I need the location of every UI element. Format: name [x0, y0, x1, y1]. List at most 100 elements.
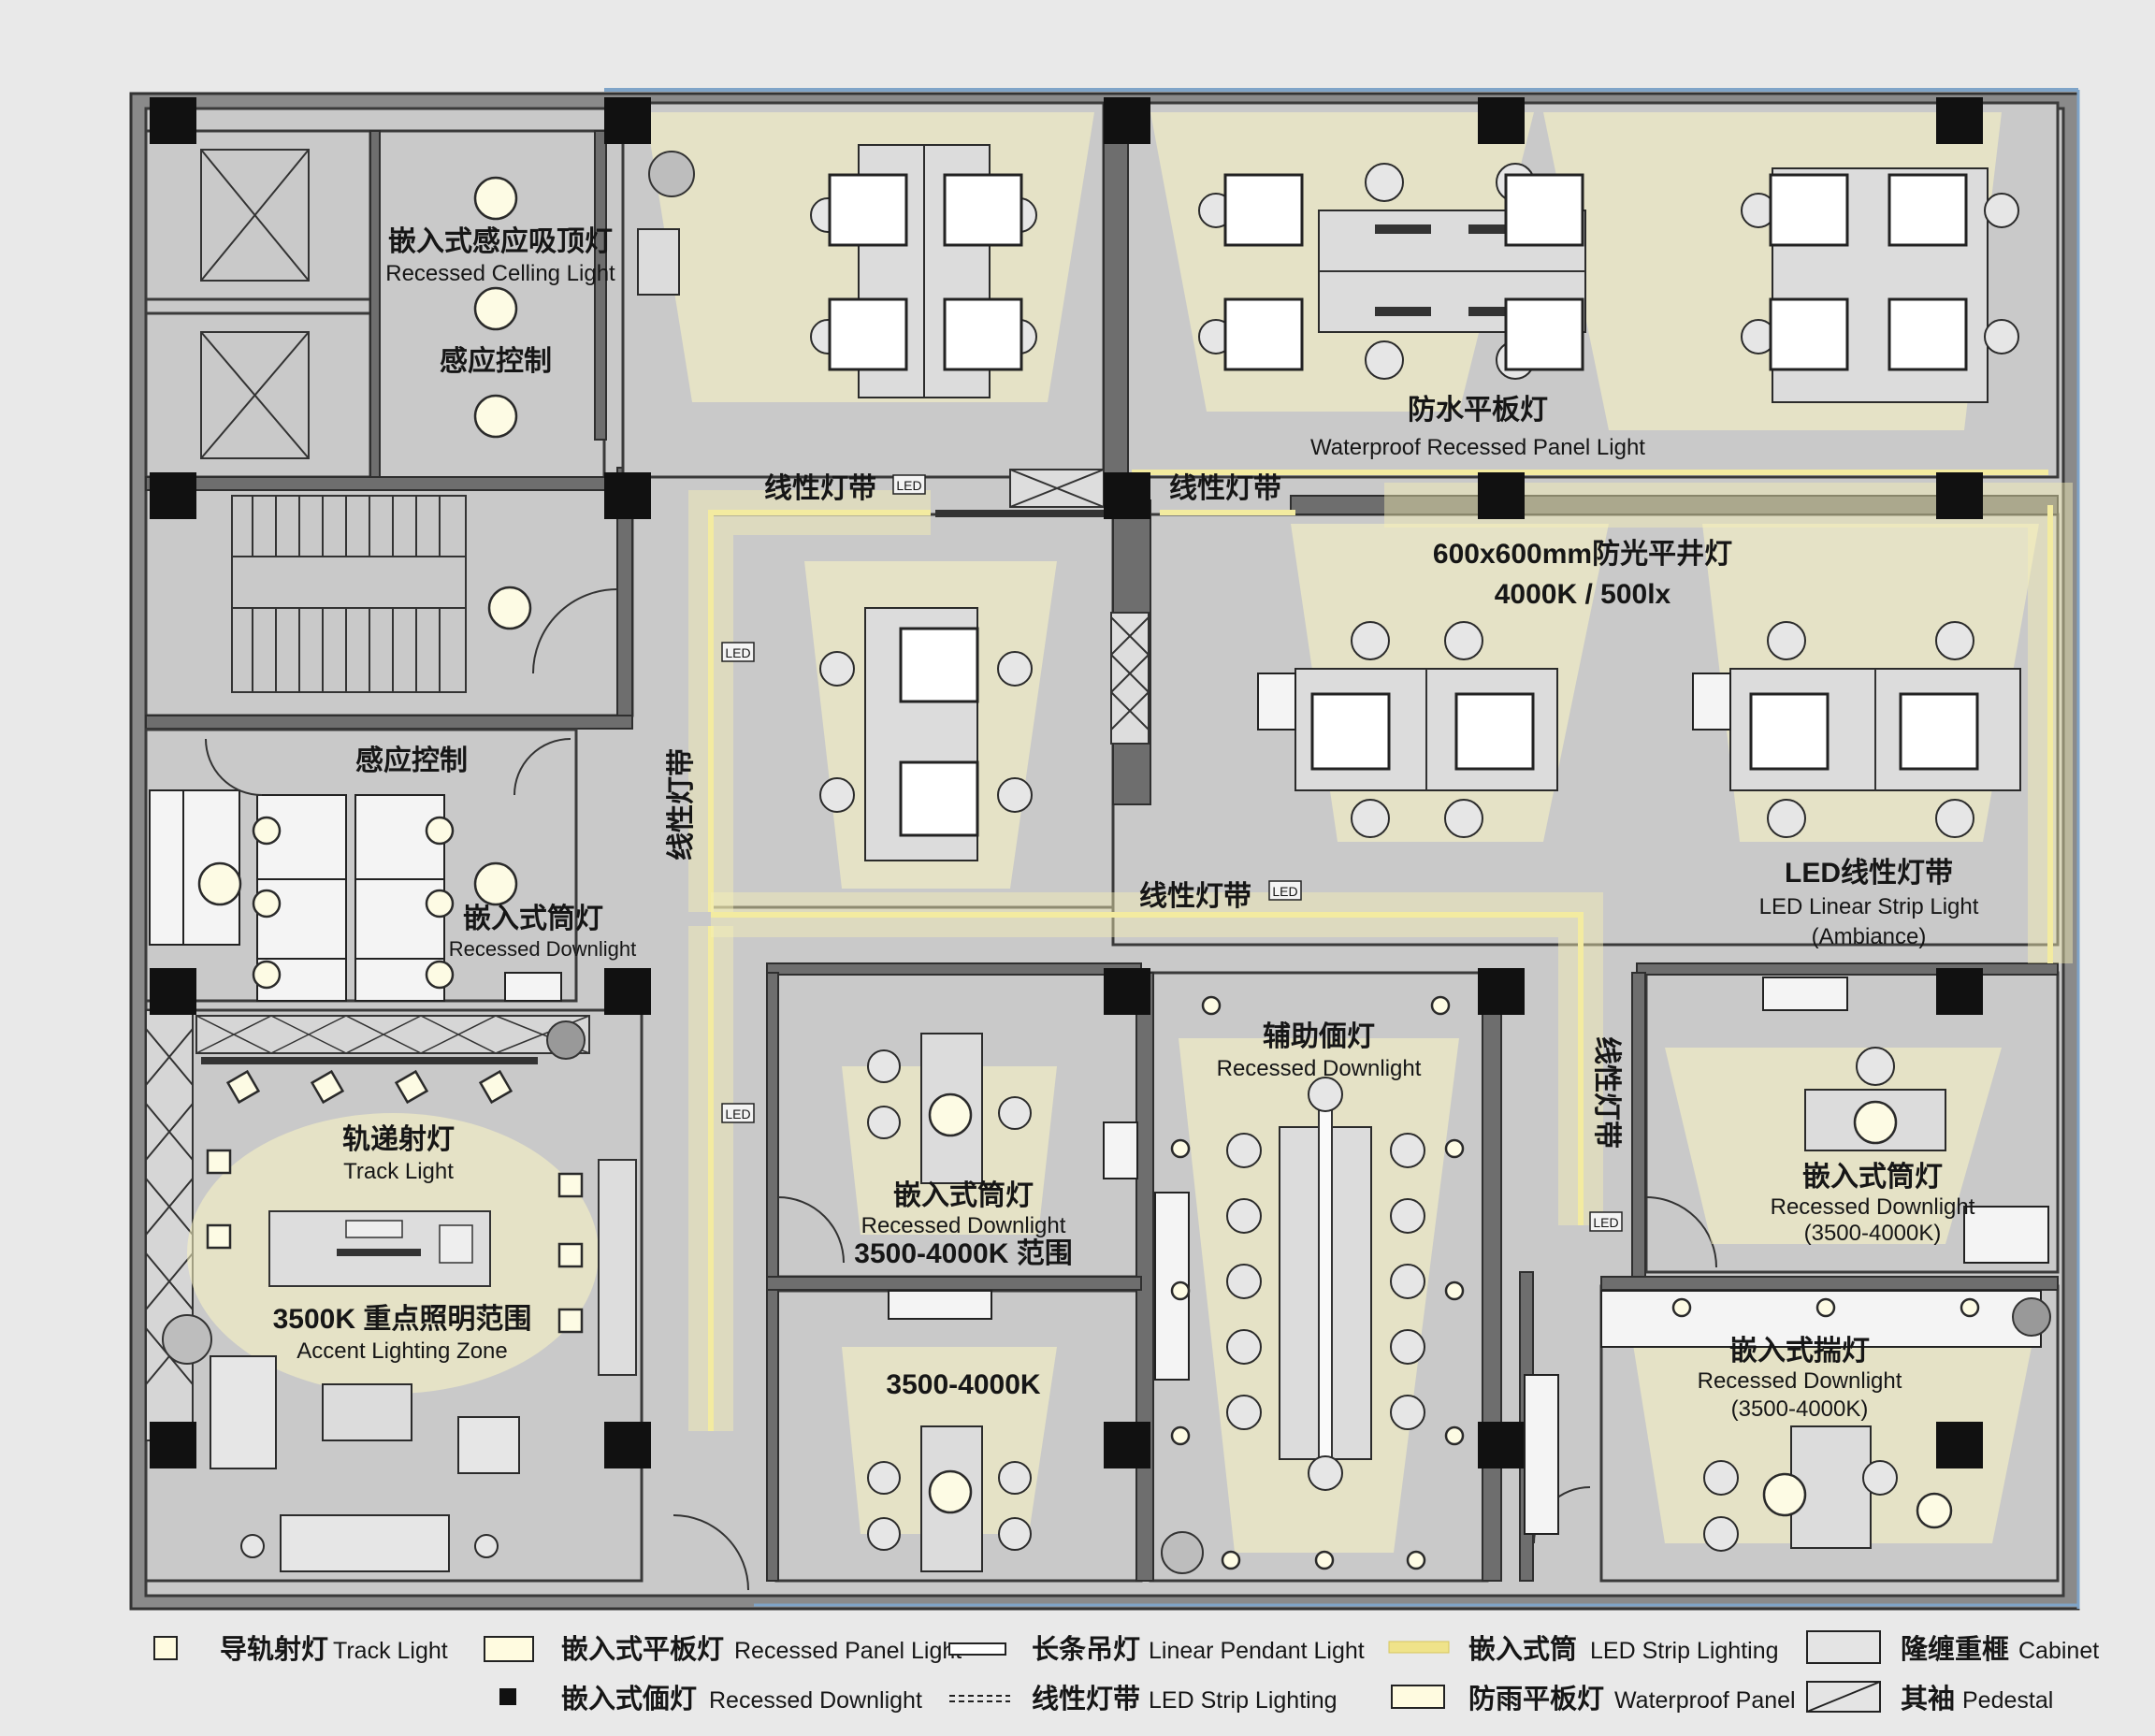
waterproof-panel-light — [1504, 173, 1584, 247]
sensor-ceiling-light — [473, 176, 518, 221]
column — [1104, 97, 1150, 144]
label-mgr2-cct: (3500-4000K) — [1731, 1396, 1869, 1422]
column — [1478, 97, 1525, 144]
recessed-panel-light — [899, 760, 979, 837]
label-accent-cn: 3500K 重点照明范围 — [273, 1304, 532, 1335]
downlights — [197, 176, 1980, 1570]
plant-icon — [162, 1314, 212, 1365]
elevator-1 — [144, 129, 372, 301]
cabinet-rect-icon — [1806, 1630, 1881, 1664]
led-strips — [688, 470, 2073, 1431]
label-accent-en: Accent Lighting Zone — [296, 1338, 507, 1364]
recessed-downlight — [1916, 1492, 1953, 1529]
panel-lights — [828, 173, 1979, 837]
legend-en: Recessed Panel Light — [734, 1638, 962, 1664]
pendant-bar-icon — [948, 1642, 1006, 1656]
stair — [231, 495, 467, 693]
column — [604, 97, 651, 144]
label-led-linear-note: (Ambiance) — [1812, 924, 1927, 949]
label-wc-downlight-en: Recessed Downlight — [449, 937, 637, 961]
small-square-icon — [153, 1636, 178, 1660]
legend-en: Waterproof Panel — [1614, 1687, 1796, 1714]
label-office-downlight-cn: 嵌入式筒灯 — [893, 1179, 1034, 1211]
legend-cn: 其袖 — [1901, 1683, 1955, 1714]
sensor-ceiling-light — [473, 394, 518, 439]
label-linear-strip-vertical-right: 线性灯带 — [1591, 1036, 1622, 1149]
recessed-downlight — [197, 861, 242, 906]
led-tag: LED — [725, 1107, 750, 1121]
column — [1478, 1422, 1525, 1468]
column — [1104, 1422, 1150, 1468]
label-office-downlight-range: 3500-4000K 范围 — [854, 1238, 1072, 1269]
recessed-panel-light — [828, 173, 908, 247]
led-tag: LED — [1593, 1215, 1618, 1230]
label-wc-downlight-cn: 嵌入式筒灯 — [463, 903, 603, 934]
label-linear-strip-center: 线性灯带 — [1139, 881, 1251, 912]
column — [1104, 968, 1150, 1015]
column — [604, 472, 651, 519]
recessed-panel-light — [828, 297, 908, 371]
recessed-downlight — [473, 861, 518, 906]
label-office-downlight-en: Recessed Downlight — [861, 1213, 1066, 1238]
column — [1104, 472, 1150, 519]
recessed-panel-light — [1899, 692, 1979, 771]
legend-cn: 线性灯带 — [1032, 1684, 1140, 1714]
column — [604, 968, 651, 1015]
label-sensor-ceiling-en: Recessed Celling Light — [385, 261, 615, 286]
recessed-panel-light — [899, 627, 979, 703]
recessed-panel-light — [1887, 297, 1968, 371]
label-meeting-en: Recessed Downlight — [1217, 1056, 1422, 1081]
label-sensor-control-wc: 感应控制 — [355, 745, 468, 776]
label-linear-strip-vertical-left: 线性灯带 — [666, 748, 697, 861]
recessed-panel-light — [943, 297, 1023, 371]
column — [604, 1422, 651, 1468]
recessed-downlight — [928, 1469, 973, 1514]
legend-en: Linear Pendant Light — [1149, 1638, 1365, 1664]
legend-cn: 隆缠重榧 — [1901, 1633, 2009, 1665]
panel-rect-icon — [484, 1636, 534, 1662]
label-track-cn: 轨递射灯 — [342, 1124, 455, 1155]
label-linear-strip-2: 线性灯带 — [1169, 473, 1281, 504]
led-tags: LED LED LED LED LED — [721, 474, 1623, 1232]
recessed-panel-light — [1769, 297, 1849, 371]
legend-cn: 嵌入式筒 — [1468, 1633, 1577, 1665]
column — [150, 1422, 196, 1468]
label-meeting-cn: 辅助偭灯 — [1263, 1021, 1375, 1052]
label-led-linear-en: LED Linear Strip Light — [1759, 894, 1979, 919]
column — [1936, 97, 1983, 144]
legend-en: LED Strip Lighting — [1590, 1638, 1779, 1664]
legend-cn: 防雨平板灯 — [1468, 1684, 1604, 1714]
label-mgr-cn: 嵌入式筒灯 — [1802, 1161, 1943, 1193]
recessed-panel-light — [943, 173, 1023, 247]
recessed-downlight — [1853, 1100, 1898, 1145]
plant-icon — [648, 151, 695, 197]
waterproof-panel-light — [1223, 297, 1304, 371]
legend-cn: 长条吊灯 — [1032, 1634, 1140, 1665]
label-waterproof-cn: 防水平板灯 — [1408, 395, 1548, 426]
led-tag: LED — [725, 645, 750, 660]
lounge — [144, 1008, 644, 1583]
label-panel-600-cn: 600x600mm防光平井灯 — [1433, 539, 1732, 570]
column — [1936, 472, 1983, 519]
label-panel-600-spec: 4000K / 500lx — [1495, 579, 1671, 610]
label-mgr2-en: Recessed Downlight — [1698, 1368, 1902, 1394]
column — [1936, 1422, 1983, 1468]
recessed-panel-light — [1310, 692, 1391, 771]
legend-en: LED Strip Lighting — [1149, 1687, 1338, 1714]
column — [150, 968, 196, 1015]
sensor-ceiling-light — [487, 586, 532, 630]
waterproof-panel-light — [1504, 297, 1584, 371]
plant-icon — [1161, 1531, 1204, 1574]
legend: 导轨射灯 Track Light 嵌入式平板灯 Recessed Panel L… — [153, 1630, 2099, 1714]
led-tag: LED — [896, 478, 921, 493]
label-sensor-control-top: 感应控制 — [440, 345, 552, 377]
waterproof-panel-light — [1223, 173, 1304, 247]
label-waterproof-en: Waterproof Recessed Panel Light — [1310, 435, 1645, 460]
recessed-panel-light — [1454, 692, 1535, 771]
sensor-ceiling-light — [473, 286, 518, 331]
column — [1936, 968, 1983, 1015]
recessed-downlight — [1762, 1472, 1807, 1517]
recessed-downlight — [928, 1092, 973, 1137]
column — [1478, 968, 1525, 1015]
